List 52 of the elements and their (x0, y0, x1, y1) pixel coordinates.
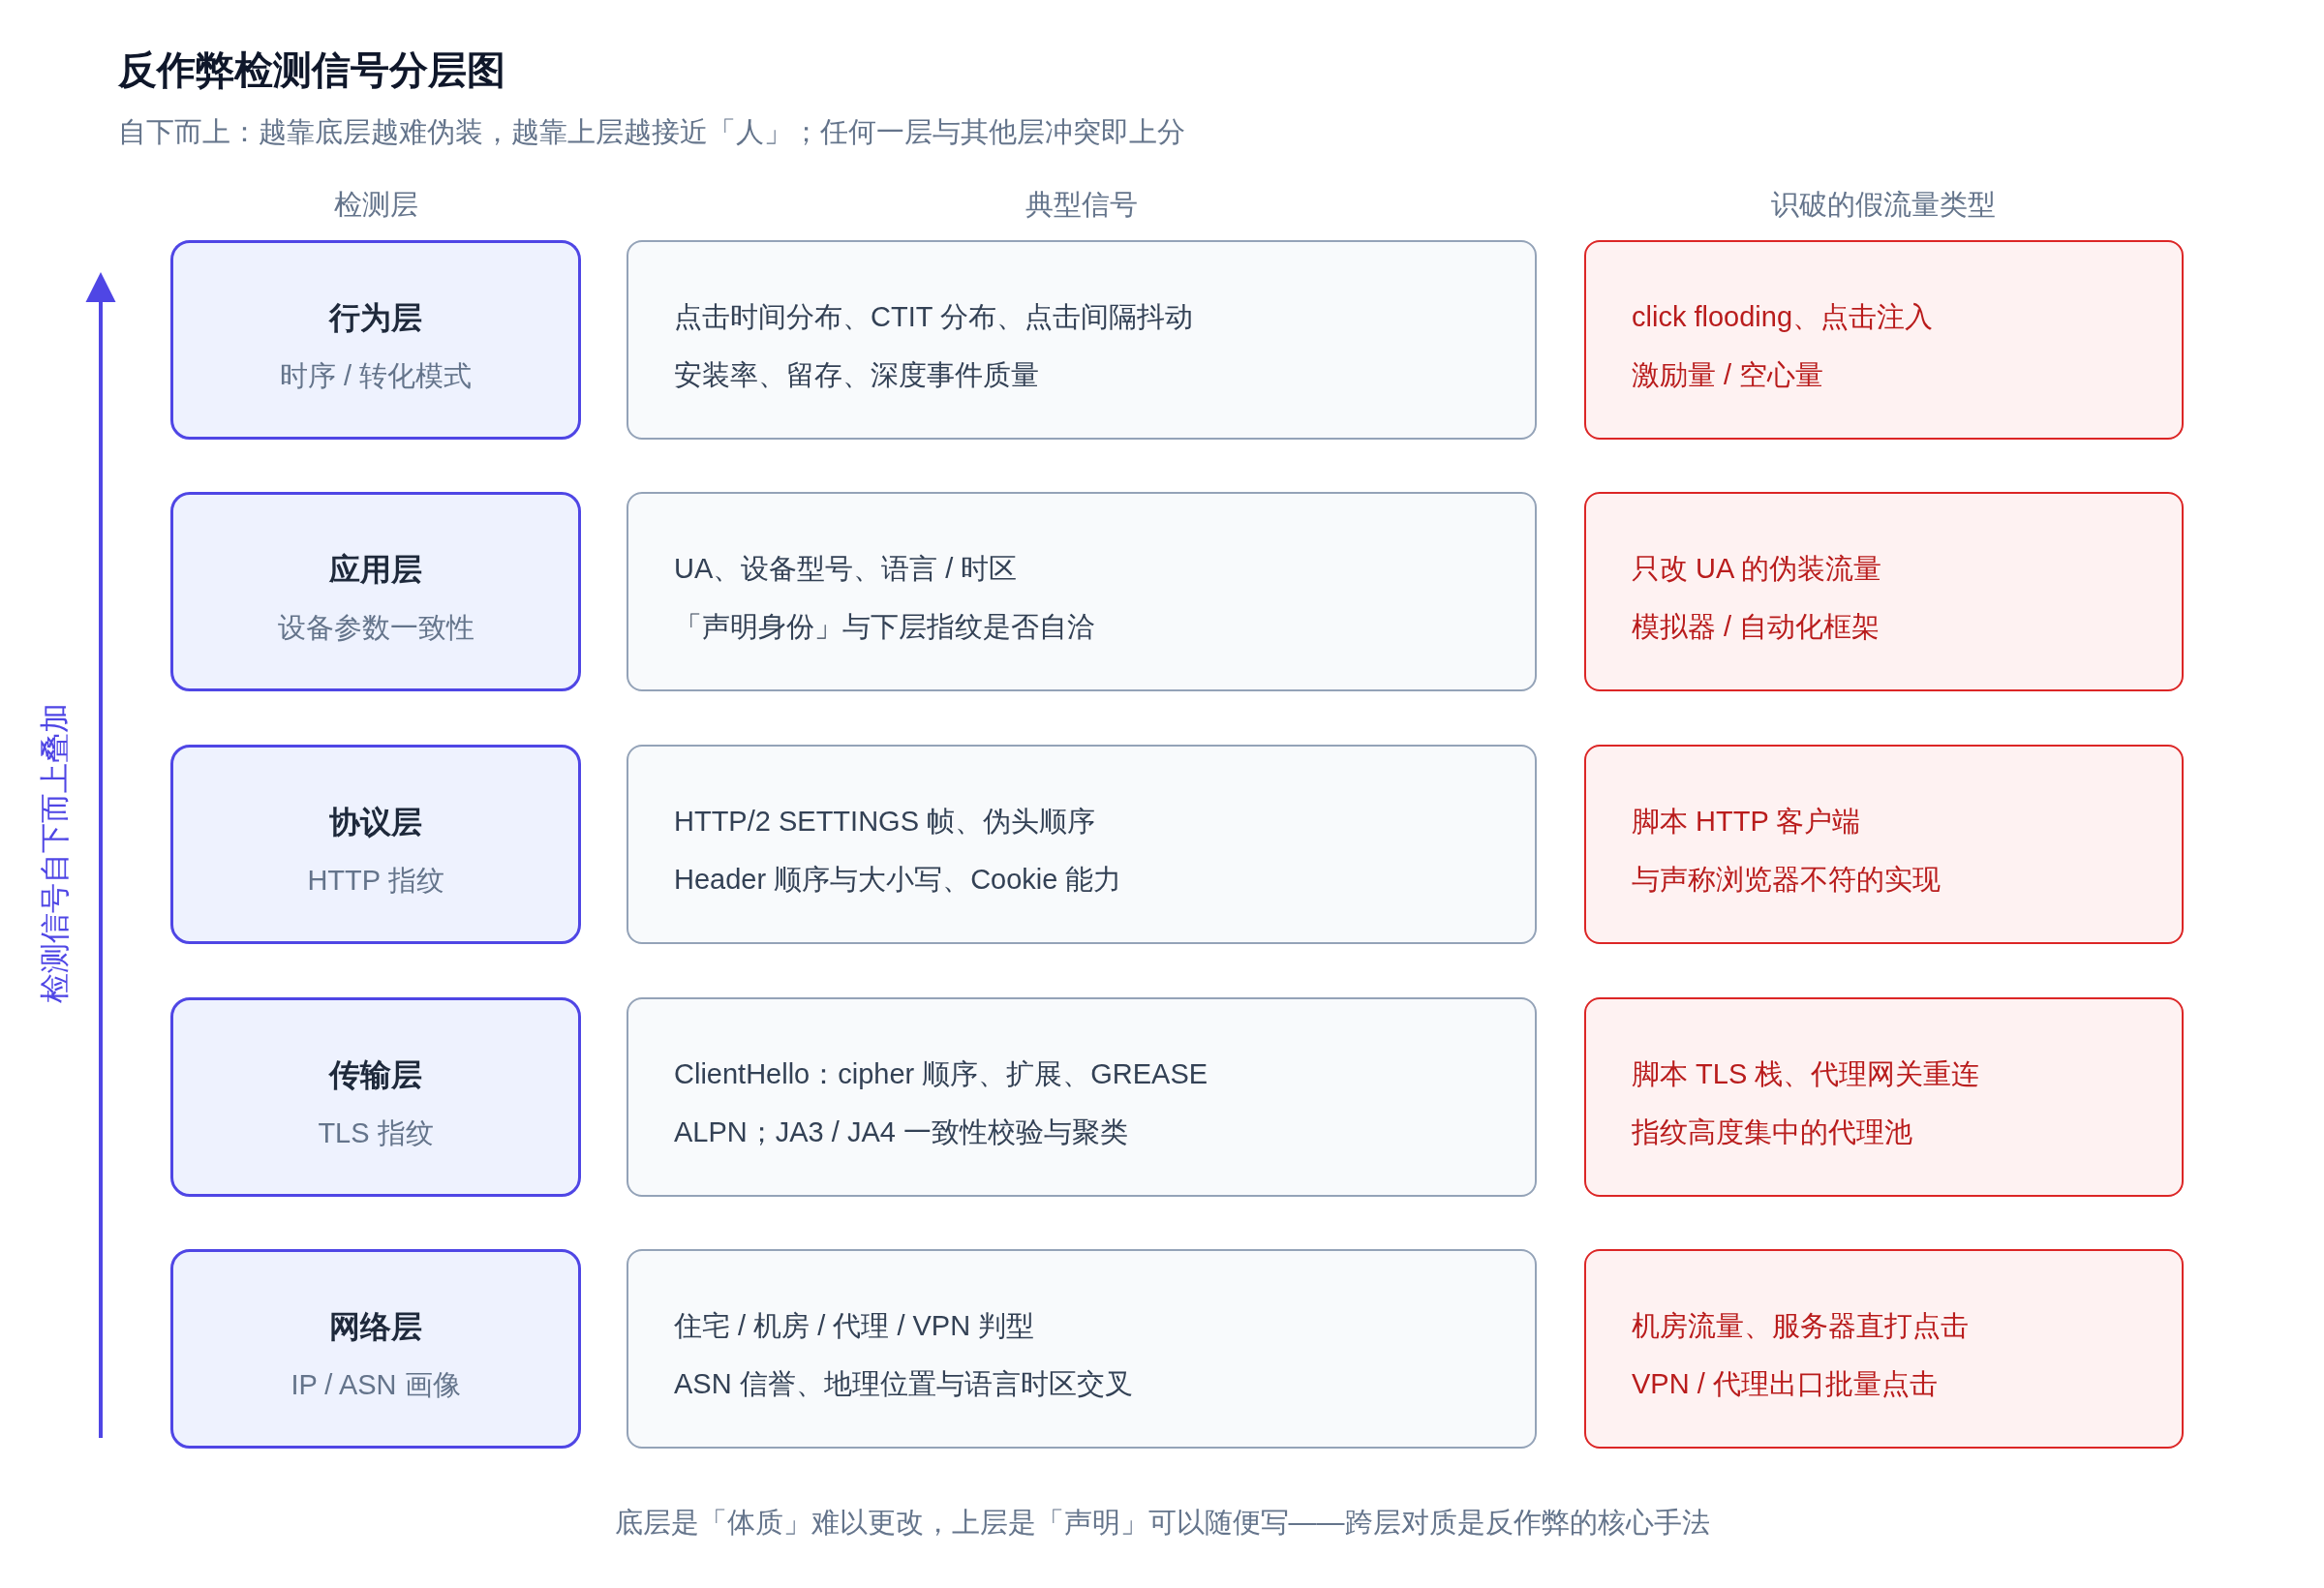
layer-description: HTTP 指纹 (307, 863, 444, 898)
layer-box (170, 492, 581, 691)
traffic-type-box (1584, 492, 2184, 691)
layer-name: 传输层 (329, 1056, 422, 1094)
layer-box (170, 1249, 581, 1449)
column-header: 识破的假流量类型 (1771, 187, 1996, 222)
traffic-type-box (1584, 1249, 2184, 1449)
layer-box (170, 745, 581, 944)
column-header: 典型信号 (1025, 187, 1138, 222)
signal-text: ALPN；JA3 / JA4 一致性校验与聚类 (674, 1115, 1128, 1149)
signal-text: Header 顺序与大小写、Cookie 能力 (674, 862, 1122, 897)
traffic-type-box (1584, 997, 2184, 1197)
signal-box (627, 997, 1537, 1197)
layer-name: 行为层 (329, 299, 422, 337)
traffic-type-box (1584, 240, 2184, 440)
layer-description: 时序 / 转化模式 (279, 358, 473, 393)
signal-text: ASN 信誉、地理位置与语言时区交叉 (674, 1366, 1133, 1401)
traffic-type-text: 模拟器 / 自动化框架 (1632, 609, 1881, 644)
layer-name: 应用层 (329, 551, 422, 589)
signal-box (627, 745, 1537, 944)
layer-description: IP / ASN 画像 (290, 1367, 461, 1402)
column-header: 检测层 (333, 187, 418, 222)
signal-box (627, 492, 1537, 691)
traffic-type-box (1584, 745, 2184, 944)
signal-text: UA、设备型号、语言 / 时区 (674, 551, 1018, 586)
subtitle: 自下而上：越靠底层越难伪装，越靠上层越接近「人」；任何一层与其他层冲突即上分 (118, 114, 1185, 149)
traffic-type-text: 机房流量、服务器直打点击 (1632, 1308, 1969, 1343)
traffic-type-text: 与声称浏览器不符的实现 (1632, 862, 1941, 897)
signal-text: HTTP/2 SETTINGS 帧、伪头顺序 (674, 804, 1096, 839)
signal-box (627, 240, 1537, 440)
layer-description: 设备参数一致性 (277, 610, 474, 645)
layer-box (170, 240, 581, 440)
caption: 底层是「体质」难以更改，上层是「声明」可以随便写——跨层对质是反作弊的核心手法 (614, 1505, 1710, 1540)
signal-text: 安装率、留存、深度事件质量 (674, 357, 1039, 392)
signal-text: 住宅 / 机房 / 代理 / VPN 判型 (674, 1308, 1035, 1343)
signal-text: 点击时间分布、CTIT 分布、点击间隔抖动 (674, 299, 1193, 334)
traffic-type-text: 激励量 / 空心量 (1632, 357, 1824, 392)
layer-name: 网络层 (329, 1308, 422, 1346)
layer-name: 协议层 (329, 804, 422, 841)
layer-box (170, 997, 581, 1197)
traffic-type-text: VPN / 代理出口批量点击 (1632, 1366, 1938, 1401)
traffic-type-text: 脚本 TLS 栈、代理网关重连 (1632, 1056, 1980, 1091)
traffic-type-text: 脚本 HTTP 客户端 (1632, 804, 1861, 839)
traffic-type-text: click flooding、点击注入 (1632, 299, 1934, 334)
signal-box (627, 1249, 1537, 1449)
layer-description: TLS 指纹 (318, 1115, 434, 1150)
traffic-type-text: 指纹高度集中的代理池 (1632, 1115, 1912, 1149)
signal-text: ClientHello：cipher 顺序、扩展、GREASE (674, 1056, 1208, 1091)
signal-text: 「声明身份」与下层指纹是否自洽 (674, 609, 1095, 644)
traffic-type-text: 只改 UA 的伪装流量 (1632, 551, 1881, 586)
axis-label: 检测信号自下而上叠加 (36, 703, 73, 1003)
title: 反作弊检测信号分层图 (118, 47, 505, 93)
